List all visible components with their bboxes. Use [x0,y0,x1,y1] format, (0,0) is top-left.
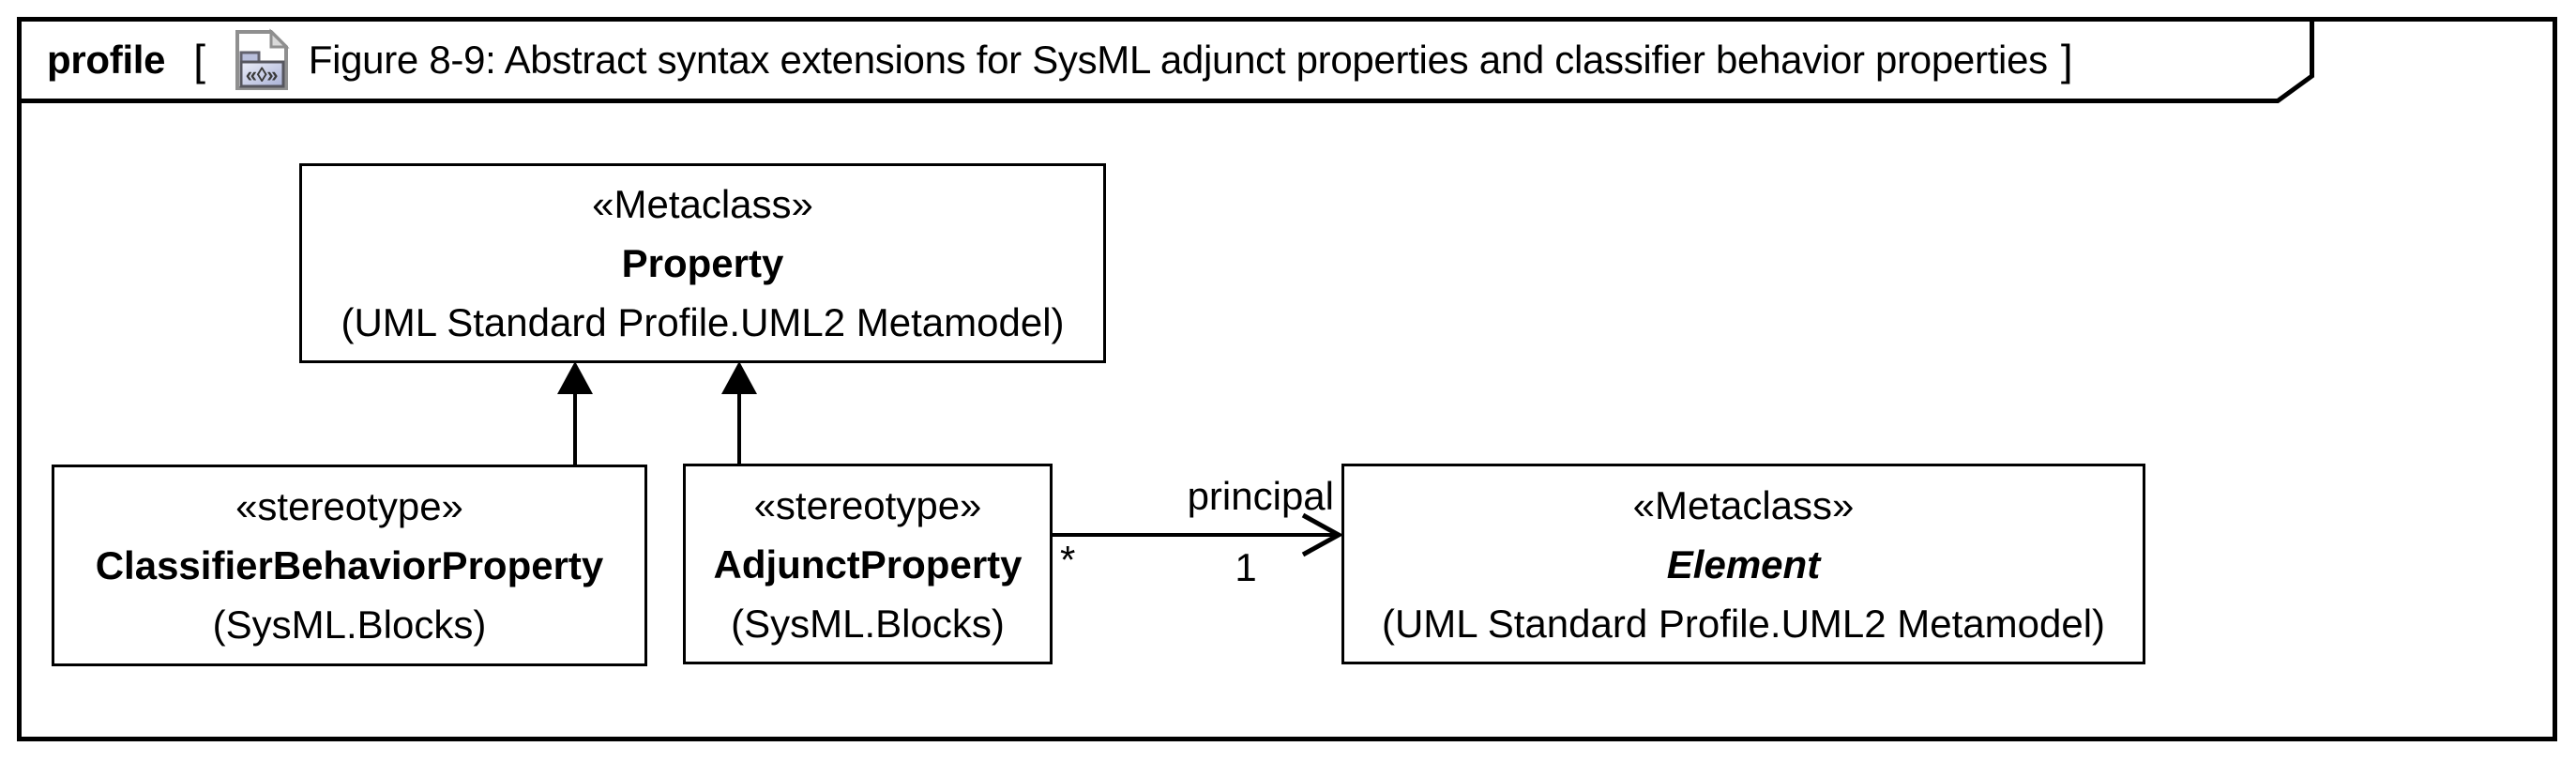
stereotype-label: «stereotype» [235,484,463,528]
diagram-title: Figure 8-9: Abstract syntax extensions f… [308,38,2048,82]
source-multiplicity-label: * [1060,538,1076,582]
name-label: Element [1666,541,1821,587]
name-label: Property [621,241,784,285]
open-arrowhead-icon [1301,512,1344,557]
profile-diagram-icon: «◊» [235,28,290,90]
package-label: (SysML.Blocks) [731,601,1005,646]
frame-header-tab-shape [17,17,2314,103]
close-bracket: ] [2060,36,2073,84]
generalization-arrowhead-icon [557,361,593,394]
association-name-label: principal [1187,474,1334,518]
node-adjunct-property: «stereotype» AdjunctProperty (SysML.Bloc… [683,464,1053,664]
guillemet-diamond-icon: «◊» [246,63,279,86]
open-bracket: [ [193,36,205,84]
generalization-arrowhead-icon [721,361,757,394]
package-label: (UML Standard Profile.UML2 Metamodel) [341,300,1065,344]
frame-kind-label: profile [47,38,166,82]
target-multiplicity-label: 1 [1235,545,1257,589]
association-edge-principal [1053,512,1344,557]
stereotype-label: «stereotype» [753,482,982,527]
package-label: (SysML.Blocks) [212,602,487,647]
stereotype-label: «Metaclass» [592,182,813,226]
stereotype-label: «Metaclass» [1632,482,1855,527]
name-label: AdjunctProperty [713,541,1023,587]
folder-body-icon [239,60,285,88]
generalization-edge-classifierbehaviorproperty [557,361,593,469]
page-dogear-icon [269,28,290,49]
name-label: ClassifierBehaviorProperty [95,543,604,587]
node-property: «Metaclass» Property (UML Standard Profi… [299,163,1106,363]
package-label: (UML Standard Profile.UML2 Metamodel) [1381,601,2106,646]
generalization-edge-adjunctproperty [721,361,757,467]
frame-header: profile [ «◊» Figure 8-9: Abstract synta… [17,17,2314,103]
node-element: «Metaclass» Element (UML Standard Profil… [1341,464,2145,664]
node-classifier-behavior-property: «stereotype» ClassifierBehaviorProperty … [52,465,647,666]
